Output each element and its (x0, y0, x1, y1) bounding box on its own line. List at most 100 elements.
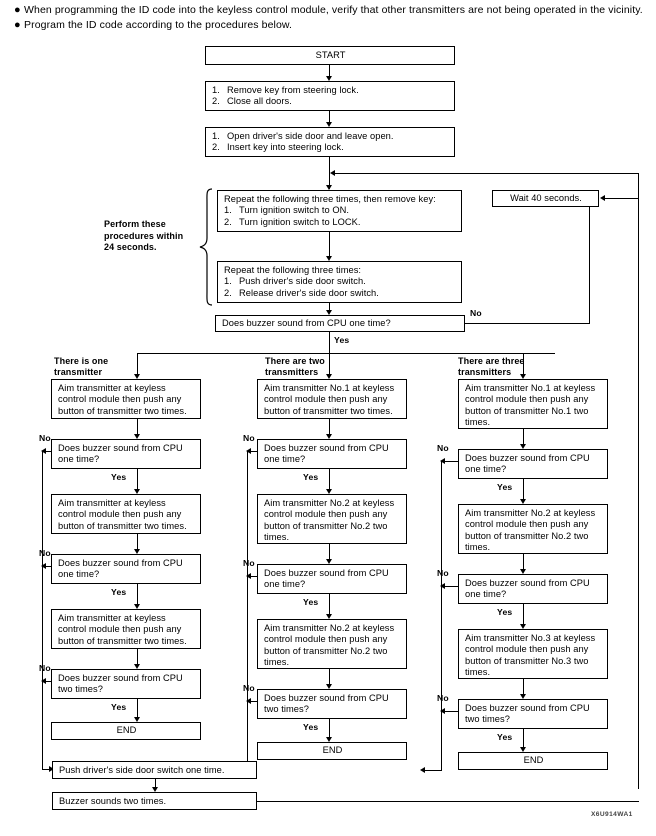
list-item: ● Program the ID code according to the p… (14, 19, 644, 32)
label-yes-main: Yes (334, 335, 350, 345)
connector-col1-s3-c3 (137, 649, 138, 666)
connector-col1-c3-end (137, 699, 138, 719)
connector-col2-no2-h (250, 576, 257, 577)
node-col3-end: END (458, 752, 608, 770)
label-no-col2-1: No (243, 433, 255, 443)
connector-col2-c3-end (329, 719, 330, 739)
label-yes-col2-3: Yes (303, 722, 319, 732)
arrowhead-down-icon (520, 747, 526, 752)
connector-step2-to-step3 (329, 157, 330, 189)
column-heading-two-transmitters: There are two transmitters (265, 356, 325, 378)
node-col2-step-2: Aim transmitter No.2 at keyless control … (257, 494, 407, 544)
node-step-3: Repeat the following three times, then r… (217, 190, 462, 232)
bullet-dot-icon: ● (14, 4, 21, 16)
arrowhead-down-icon (326, 310, 332, 315)
arrowhead-down-icon (326, 185, 332, 190)
label-no-col3-1: No (437, 443, 449, 453)
label-no-main: No (470, 308, 482, 318)
figure-code: X6U914WA1 (591, 811, 633, 818)
connector-col1-c2-s3 (137, 584, 138, 606)
node-wait-40-seconds: Wait 40 seconds. (492, 190, 599, 207)
arrowhead-down-icon (520, 444, 526, 449)
node-col1-step-3: Aim transmitter at keyless control modul… (51, 609, 201, 649)
connector-col3-c2-s3 (523, 604, 524, 626)
node-push-door-switch: Push driver's side door switch one time. (52, 761, 257, 779)
arrowhead-down-icon (134, 664, 140, 669)
label-yes-col3-3: Yes (497, 732, 513, 742)
connector-col3-no1-h (444, 461, 458, 462)
arrowhead-left-icon (440, 458, 445, 464)
connector-col1-no-to-push (42, 769, 52, 770)
column-heading-line1: There are three (458, 356, 525, 366)
intro-bullet-1-text: When programming the ID code into the ke… (24, 4, 643, 16)
connector-fanout-col3 (523, 353, 524, 376)
connector-col1-no1-h (45, 451, 51, 452)
arrowhead-down-icon (326, 737, 332, 742)
connector-push-to-buzzer (155, 779, 156, 789)
step-heading: Repeat the following three times, then r… (224, 194, 436, 204)
arrowhead-left-icon (600, 195, 605, 201)
arrowhead-down-icon (520, 569, 526, 574)
connector-col1-s1-c1 (137, 419, 138, 436)
column-heading-line2: transmitter (54, 367, 103, 377)
arrowhead-left-icon (330, 170, 335, 176)
node-col3-check-1: Does buzzer sound from CPU one time? (458, 449, 608, 479)
connector-col1-no-rail (42, 451, 43, 770)
arrowhead-down-icon (520, 624, 526, 629)
column-heading-line1: There is one (54, 356, 109, 366)
node-col1-step-2: Aim transmitter at keyless control modul… (51, 494, 201, 534)
node-step-4: Repeat the following three times: 1.Push… (217, 261, 462, 303)
node-col2-step-1: Aim transmitter No.1 at keyless control … (257, 379, 407, 419)
node-col2-check-3: Does buzzer sound from CPU two times? (257, 689, 407, 719)
arrowhead-left-icon (246, 573, 251, 579)
step-line: 1.Remove key from steering lock. (212, 85, 359, 95)
connector-fanout-col1 (137, 353, 138, 376)
node-col1-check-1: Does buzzer sound from CPU one time? (51, 439, 201, 469)
connector-buzzer-to-far-right (257, 801, 639, 802)
bullet-dot-icon: ● (14, 19, 21, 31)
arrowhead-down-icon (134, 604, 140, 609)
connector-col3-no-rail (441, 461, 442, 771)
arrowhead-down-icon (326, 76, 332, 81)
step-line: 1.Turn ignition switch to ON. (224, 205, 350, 216)
list-item: ● When programming the ID code into the … (14, 4, 644, 17)
connector-col3-c1-s2 (523, 479, 524, 501)
label-yes-col1-2: Yes (111, 587, 127, 597)
arrowhead-left-icon (246, 698, 251, 704)
step-line: 2.Insert key into steering lock. (212, 142, 344, 153)
step-line: 2.Close all doors. (212, 96, 292, 107)
arrowhead-down-icon (520, 374, 526, 379)
node-decision-main-label: Does buzzer sound from CPU one time? (222, 318, 391, 328)
label-yes-col2-1: Yes (303, 472, 319, 482)
column-heading-three-transmitters: There are three transmitters (458, 356, 525, 378)
arrowhead-down-icon (326, 434, 332, 439)
label-no-col1-2: No (39, 548, 51, 558)
arrowhead-down-icon (520, 694, 526, 699)
arrowhead-left-icon (41, 563, 46, 569)
node-start: START (205, 46, 455, 65)
connector-col3-s3-c3 (523, 679, 524, 696)
arrowhead-down-icon (134, 489, 140, 494)
intro-bullet-2-text: Program the ID code according to the pro… (24, 19, 293, 31)
label-no-col1-3: No (39, 663, 51, 673)
connector-col2-s1-c1 (329, 419, 330, 436)
connector-main-no-vertical (589, 207, 590, 324)
connector-col1-no2-h (45, 566, 51, 567)
arrowhead-down-icon (326, 256, 332, 261)
column-heading-line1: There are two (265, 356, 325, 366)
arrowhead-down-icon (326, 684, 332, 689)
label-no-col3-3: No (437, 693, 449, 703)
brace-24-seconds (198, 188, 214, 306)
arrowhead-down-icon (134, 434, 140, 439)
connector-col2-no3-h (250, 701, 257, 702)
arrowhead-down-icon (134, 374, 140, 379)
node-step-2: 1.Open driver's side door and leave open… (205, 127, 455, 157)
connector-start-to-step1 (329, 65, 330, 77)
column-heading-line2: transmitters (265, 367, 319, 377)
connector-fanout-col2 (329, 353, 330, 376)
arrowhead-left-icon (246, 448, 251, 454)
column-heading-one-transmitter: There is one transmitter (54, 356, 108, 378)
connector-col1-c1-s2 (137, 469, 138, 491)
connector-col2-no-rail (247, 451, 248, 771)
